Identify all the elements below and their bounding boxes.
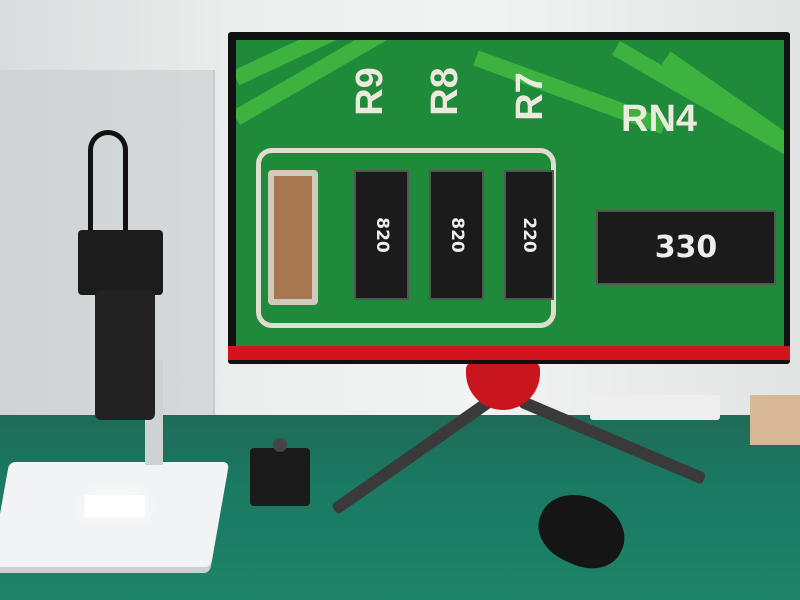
monitor-red-bezel [228, 346, 790, 360]
illuminated-sample [85, 495, 145, 517]
cardboard-boxes [750, 395, 800, 445]
power-strip [590, 395, 720, 420]
microscope-camera [78, 230, 163, 295]
microscope-lens [95, 290, 155, 420]
capacitor [268, 170, 318, 305]
monitor: R9 R8 R7 RN4 820 820 220 330 [228, 32, 790, 364]
resistor-r9: 820 [354, 170, 409, 300]
silk-r7: R7 [508, 72, 551, 121]
silk-r9: R9 [348, 67, 391, 116]
monitor-screen: R9 R8 R7 RN4 820 820 220 330 [236, 40, 784, 346]
silk-rn4: RN4 [621, 98, 698, 140]
resistor-network-rn4: 330 [596, 210, 776, 285]
resistor-r8: 820 [429, 170, 484, 300]
camera-cable [88, 130, 128, 230]
control-box [250, 448, 310, 506]
control-knob [273, 438, 287, 452]
resistor-r7: 220 [504, 170, 554, 300]
silk-r8: R8 [423, 67, 466, 116]
